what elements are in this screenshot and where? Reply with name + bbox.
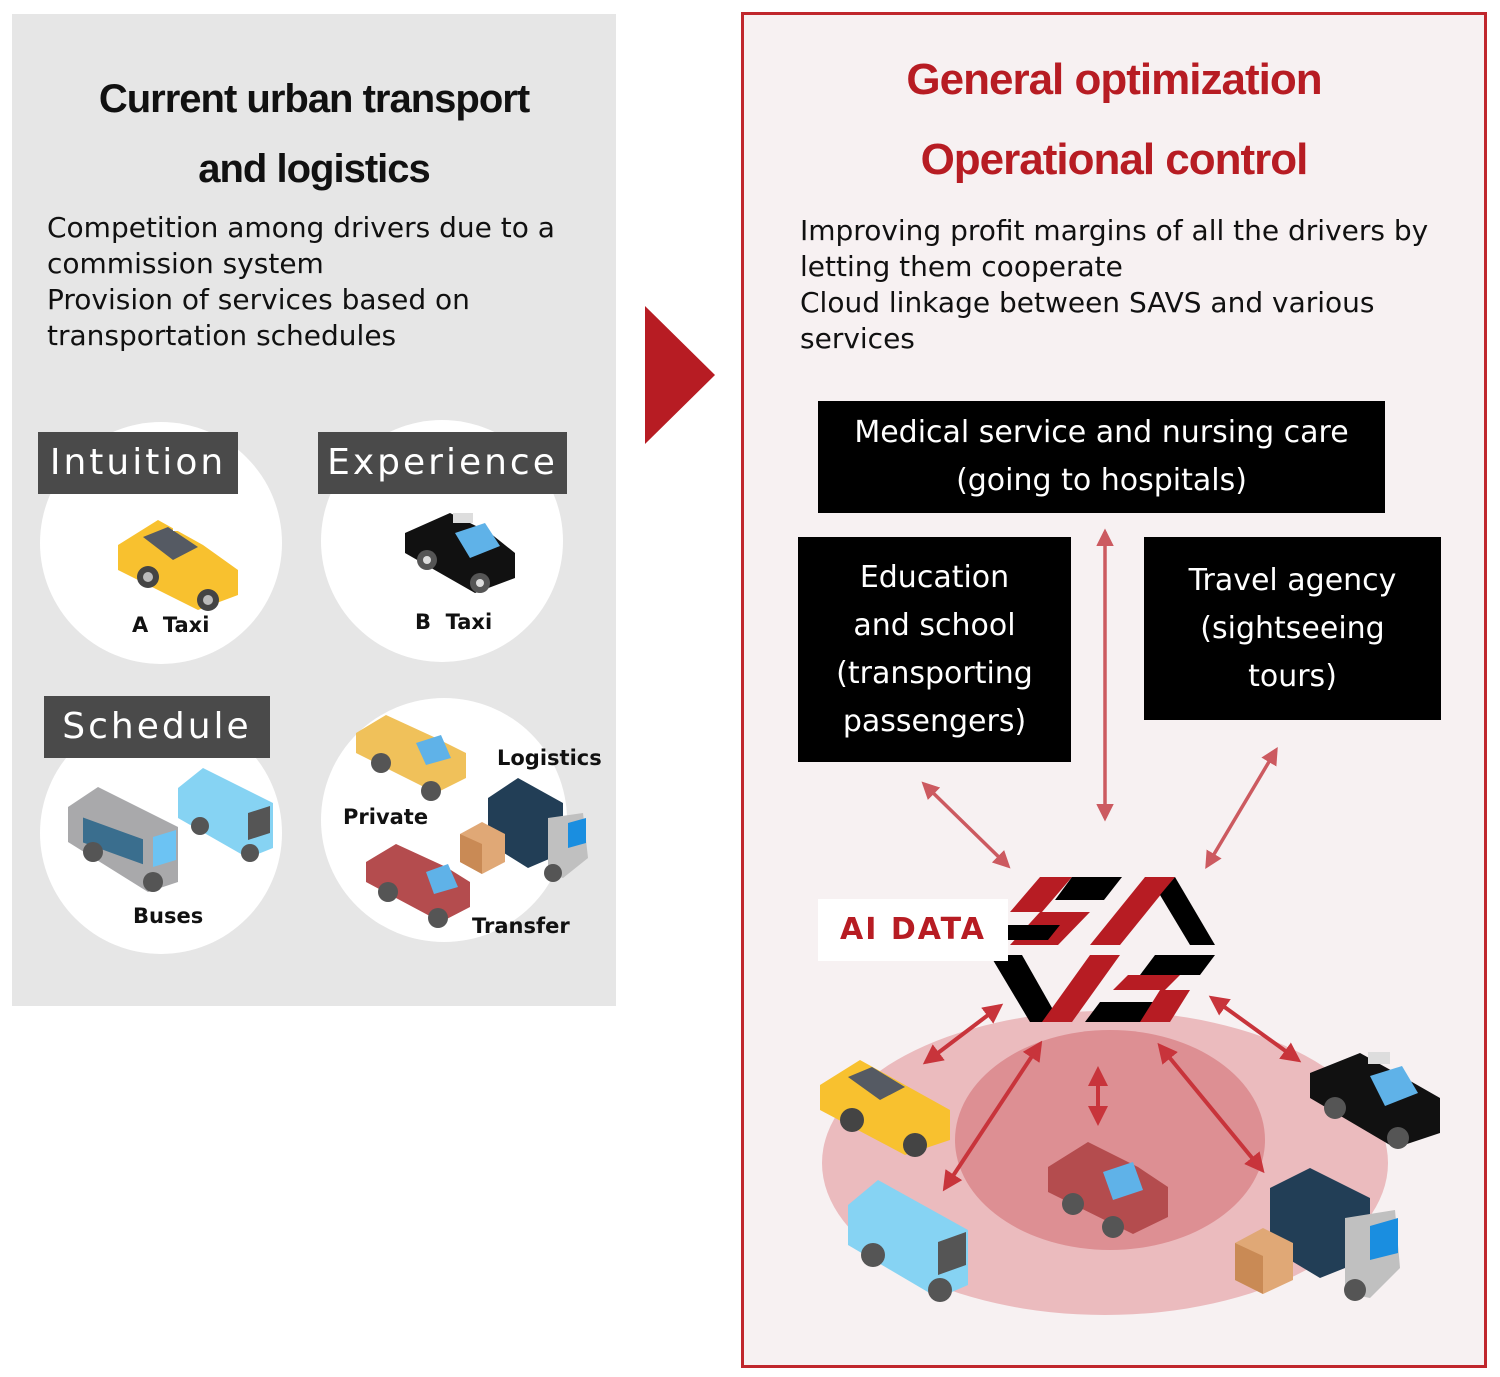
service-line: (transporting: [836, 655, 1033, 691]
service-line: passengers): [842, 703, 1027, 739]
cardboard-box-icon: [460, 822, 505, 874]
service-line: (sightseeing: [1200, 610, 1385, 646]
left-panel-title: Current urban transport and logistics: [12, 64, 616, 204]
service-line: and school: [853, 607, 1016, 643]
service-education-school: Education and school (transporting passe…: [798, 537, 1071, 762]
service-travel-agency: Travel agency (sightseeing tours): [1144, 537, 1441, 720]
description-line: letting them cooperate: [800, 250, 1123, 283]
description-line: commission system: [47, 247, 324, 280]
bidirectional-arrow-icon: [1157, 1042, 1265, 1174]
gray-bus-icon: [68, 787, 178, 892]
bidirectional-arrow-icon: [1205, 746, 1278, 870]
right-title-line-1: General optimization: [906, 55, 1322, 104]
red-car-icon: [1048, 1142, 1168, 1238]
service-line: Travel agency: [1188, 562, 1397, 598]
yellow-taxi-icon: [118, 520, 238, 611]
description-line: Improving profit margins of all the driv…: [800, 214, 1429, 247]
description-line: Provision of services based on: [47, 283, 470, 316]
schedule-tag: Schedule: [44, 696, 270, 758]
right-title-line-2: Operational control: [920, 135, 1309, 184]
bidirectional-arrow-icon: [922, 1003, 1004, 1065]
left-title-line: and logistics: [198, 147, 431, 191]
buses-label: Buses: [133, 904, 204, 928]
experience-tag: Experience: [318, 432, 567, 494]
description-line: services: [800, 322, 915, 355]
service-line: tours): [1248, 658, 1337, 694]
bidirectional-arrow-icon: [1208, 995, 1302, 1063]
logistics-truck-icon: [1270, 1168, 1400, 1301]
bidirectional-arrow-icon: [921, 781, 1011, 869]
description-line: Competition among drivers due to a: [47, 211, 555, 244]
description-line: Cloud linkage between SAVS and various: [800, 286, 1375, 319]
service-medical-care: Medical service and nursing care (going …: [818, 401, 1385, 513]
service-line: (going to hospitals): [956, 463, 1247, 498]
blue-bus-icon: [178, 768, 273, 862]
cardboard-box-icon: [1235, 1228, 1293, 1294]
private-label: Private: [343, 805, 429, 829]
service-line: Education: [859, 559, 1010, 595]
transfer-label: Transfer: [472, 914, 570, 938]
left-panel-description: Competition among drivers due to a commi…: [47, 210, 607, 354]
blue-bus-icon: [848, 1180, 968, 1302]
black-taxi-icon: [1310, 1052, 1440, 1149]
b-taxi-label: B Taxi: [415, 610, 493, 634]
logistics-label: Logistics: [497, 746, 602, 770]
red-transfer-car-icon: [366, 844, 470, 928]
triangle-right-icon: [645, 306, 715, 444]
intuition-tag: Intuition: [38, 432, 238, 494]
service-line: Medical service and nursing care: [854, 415, 1349, 450]
left-title-line: Current urban transport: [98, 77, 530, 121]
savs-logo-icon: [990, 877, 1215, 1022]
yellow-taxi-icon: [820, 1060, 950, 1157]
yellow-private-car-icon: [356, 715, 466, 801]
black-taxi-icon: [405, 513, 515, 593]
a-taxi-label: A Taxi: [132, 613, 210, 637]
bidirectional-arrow-icon: [942, 1040, 1043, 1192]
ai-data-label: AI DATA: [818, 899, 1008, 961]
right-panel-description: Improving profit margins of all the driv…: [800, 213, 1480, 357]
description-line: transportation schedules: [47, 319, 397, 352]
logistics-truck-icon: [488, 778, 588, 882]
